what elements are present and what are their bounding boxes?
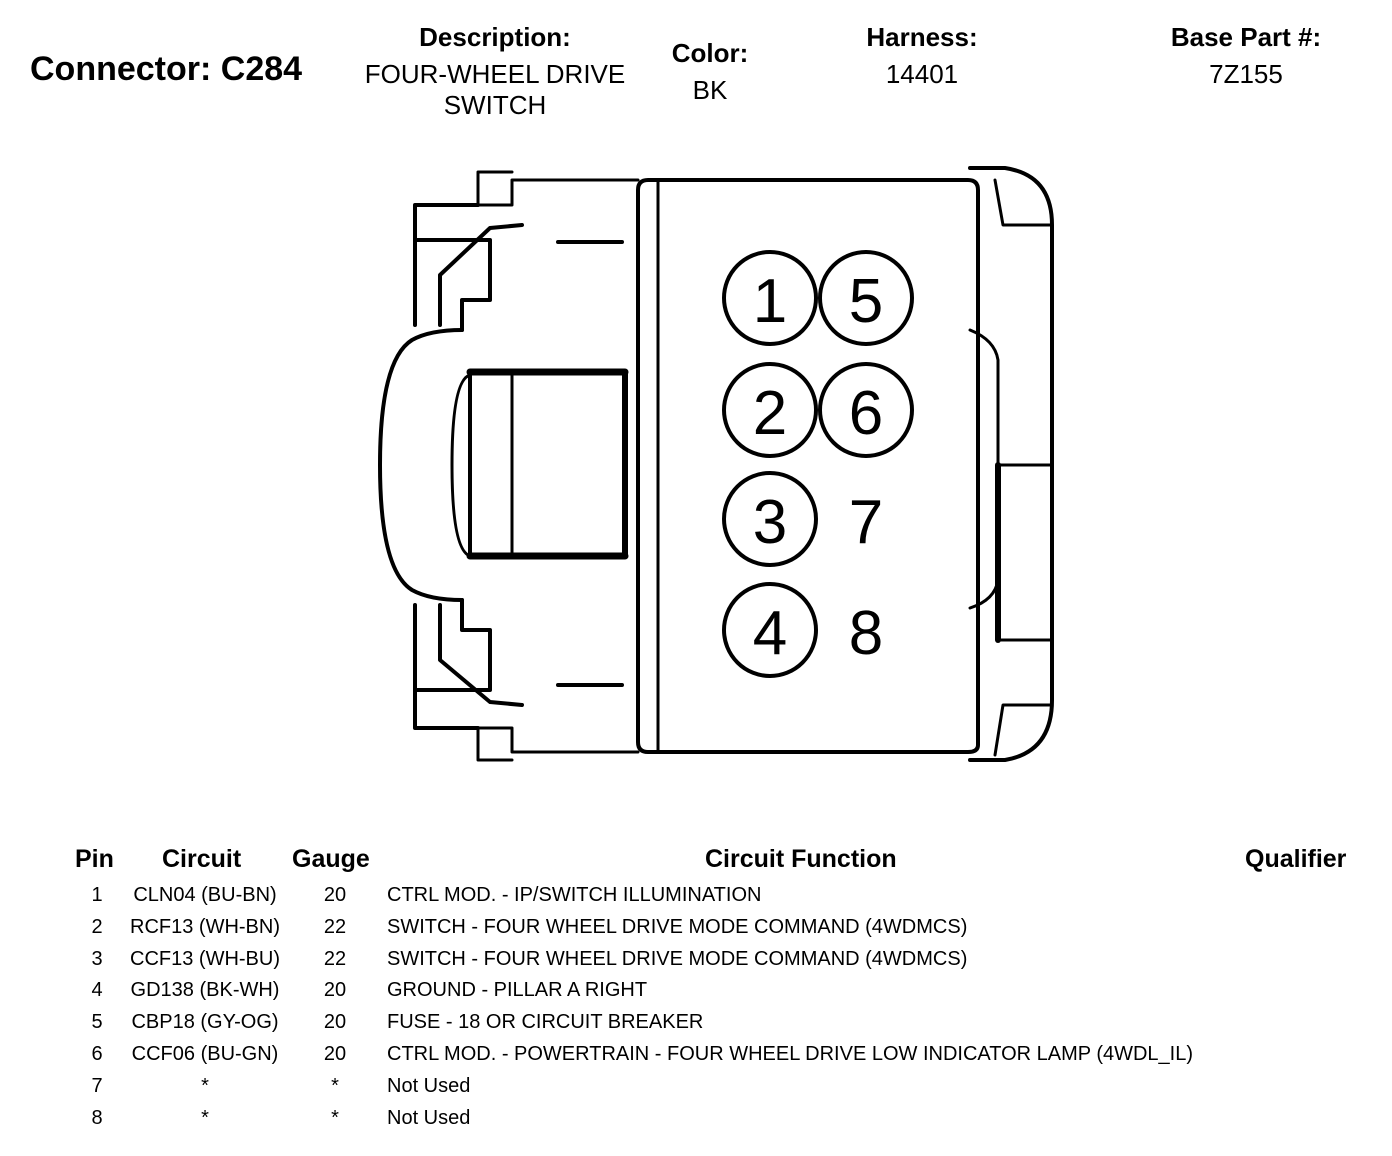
cavity-circle-6 [818, 362, 914, 458]
cavity-circle-1 [722, 250, 818, 346]
color-block: Color: BK [640, 38, 780, 106]
column-header-circuit-function: Circuit Function [705, 845, 897, 873]
circuit-function-cell: SWITCH - FOUR WHEEL DRIVE MODE COMMAND (… [387, 915, 968, 938]
cavity-circle-5 [818, 250, 914, 346]
harness-label: Harness: [866, 22, 978, 52]
pin-cell: 5 [91, 1011, 103, 1034]
description-label: Description: [419, 22, 571, 52]
circuit-function-cell: GROUND - PILLAR A RIGHT [387, 979, 648, 1002]
gauge-cell: 20 [323, 884, 347, 906]
cavity-label-2: 2 [753, 379, 787, 448]
column-header-qualifier: Qualifier [1245, 845, 1347, 873]
base-part-label: Base Part #: [1170, 22, 1322, 52]
color-value: BK [692, 75, 728, 105]
base-part-block: Base Part #: 7Z155 [1136, 22, 1356, 90]
circuit-function-cell: CTRL MOD. - IP/SWITCH ILLUMINATION [387, 884, 762, 906]
gauge-cell: 20 [323, 1043, 347, 1065]
circuit-cell: * [201, 1074, 209, 1097]
circuit-function-cell: CTRL MOD. - POWERTRAIN - FOUR WHEEL DRIV… [387, 1043, 1194, 1065]
base-part-value: 7Z155 [1209, 59, 1283, 89]
circuit-function-cell: SWITCH - FOUR WHEEL DRIVE MODE COMMAND (… [387, 947, 968, 970]
pin-cell: 2 [91, 915, 103, 938]
pin-cell: 1 [91, 884, 103, 906]
circuit-cell: CLN04 (BU-BN) [133, 884, 277, 906]
pin-cell: 7 [91, 1074, 103, 1097]
connector-face-diagram: 1 2 3 4 5 6 7 8 [378, 166, 1054, 762]
cavity-label-1: 1 [753, 267, 787, 336]
pin-cell: 4 [91, 979, 103, 1002]
cavity-label-7: 7 [849, 488, 883, 557]
circuit-function-cell: Not Used [387, 1074, 471, 1097]
circuit-cell: * [201, 1106, 209, 1129]
color-label: Color: [671, 38, 749, 68]
description-value-line1: FOUR-WHEEL DRIVE [364, 59, 626, 89]
cavity-label-4: 4 [753, 599, 787, 668]
pin-cell: 6 [91, 1043, 103, 1065]
cavity-circles [722, 250, 914, 678]
cavity-label-8: 8 [849, 599, 883, 668]
cavity-label-5: 5 [849, 267, 883, 336]
connector-outline [378, 166, 1054, 762]
gauge-cell: 22 [323, 915, 347, 938]
column-header-gauge: Gauge [292, 845, 370, 873]
description-block: Description: FOUR-WHEEL DRIVE SWITCH [345, 22, 645, 121]
gauge-cell: 20 [323, 1011, 347, 1034]
circuit-cell: CCF06 (BU-GN) [131, 1043, 279, 1065]
circuit-cell: CCF13 (WH-BU) [130, 947, 280, 970]
harness-value: 14401 [885, 59, 959, 89]
pin-cell: 3 [91, 947, 103, 970]
circuit-cell: GD138 (BK-WH) [130, 979, 280, 1002]
connector-title: Connector: C284 [30, 50, 303, 88]
description-value-line2: SWITCH [443, 90, 547, 120]
cavity-label-6: 6 [849, 379, 883, 448]
pin-cell: 8 [91, 1106, 103, 1129]
cavity-label-3: 3 [753, 488, 787, 557]
circuit-cell: CBP18 (GY-OG) [131, 1011, 279, 1034]
gauge-cell: 20 [323, 979, 347, 1002]
gauge-cell: * [331, 1106, 339, 1129]
cavity-circle-4 [722, 582, 818, 678]
harness-block: Harness: 14401 [822, 22, 1022, 90]
cavity-circle-3 [722, 471, 818, 567]
column-header-pin: Pin [75, 845, 114, 873]
gauge-cell: 22 [323, 947, 347, 970]
circuit-function-cell: Not Used [387, 1106, 471, 1129]
circuit-cell: RCF13 (WH-BN) [130, 915, 280, 938]
cavity-circle-2 [722, 362, 818, 458]
gauge-cell: * [331, 1074, 339, 1097]
circuit-function-cell: FUSE - 18 OR CIRCUIT BREAKER [387, 1011, 704, 1034]
column-header-circuit: Circuit [162, 845, 242, 873]
